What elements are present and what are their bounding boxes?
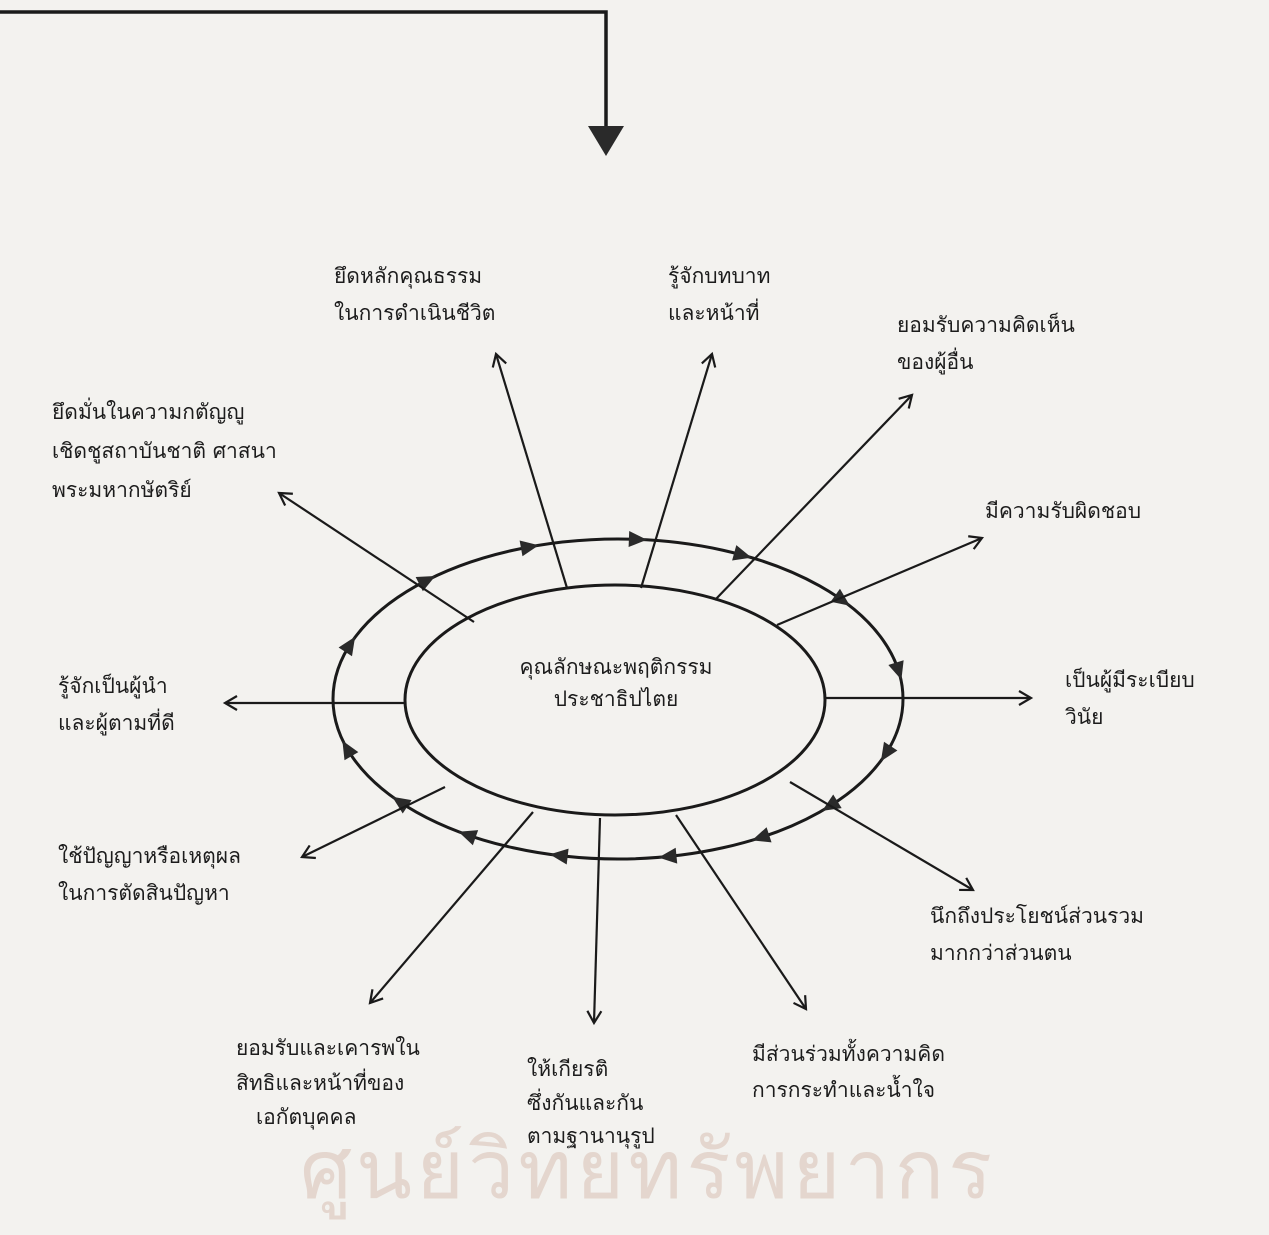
arrow-gratitude <box>277 491 475 623</box>
trait-gratitude-line-1: ยึดมั่นในความกตัญญู <box>52 400 245 424</box>
trait-honor-line-2: ซึ่งกันและกัน <box>527 1090 644 1115</box>
trait-honor-line-1: ให้เกียรติ <box>527 1057 609 1081</box>
trait-honor-line-3: ตามฐานานุรูป <box>527 1124 655 1149</box>
trait-participation-line-1: มีส่วนร่วมทั้งความคิด <box>752 1042 945 1066</box>
arrow-role <box>639 351 717 589</box>
trait-opinion: ยอมรับความคิดเห็น ของผู้อื่น <box>897 307 1075 381</box>
trait-honor: ให้เกียรติ ซึ่งกันและกัน ตามฐานานุรูป <box>527 1053 655 1154</box>
cycle-arrowhead <box>822 794 842 811</box>
trait-role-line-2: และหน้าที่ <box>668 300 760 325</box>
cycle-arrowhead <box>549 848 569 865</box>
trait-responsibility-line-1: มีความรับผิดชอบ <box>985 499 1142 523</box>
trait-common-good: นึกถึงประโยชน์ส่วนรวม มากกว่าส่วนตน <box>930 898 1144 972</box>
trait-leader: รู้จักเป็นผู้นำ และผู้ตามที่ดี <box>58 668 175 742</box>
cycle-arrowhead <box>658 847 678 864</box>
trait-opinion-line-1: ยอมรับความคิดเห็น <box>897 313 1075 337</box>
cycle-arrowhead <box>338 636 356 657</box>
trait-leader-line-2: และผู้ตามที่ดี <box>58 710 175 735</box>
arrow-moral <box>491 351 569 589</box>
cycle-arrowhead <box>519 540 539 557</box>
arrow-rights <box>368 811 534 1005</box>
trait-gratitude: ยึดมั่นในความกตัญญู เชิดชูสถาบันชาติ ศาส… <box>52 393 277 510</box>
cycle-arrowhead <box>392 796 412 814</box>
trait-common-good-line-2: มากกว่าส่วนตน <box>930 940 1072 965</box>
trait-discipline: เป็นผู้มีระเบียบ วินัย <box>1065 662 1195 736</box>
trait-gratitude-line-3: พระมหากษัตริย์ <box>52 477 192 502</box>
arrow-participation <box>675 814 808 1011</box>
trait-discipline-line-2: วินัย <box>1065 704 1104 729</box>
trait-responsibility: มีความรับผิดชอบ <box>985 496 1141 528</box>
trait-participation: มีส่วนร่วมทั้งความคิด การกระทำและน้ำใจ <box>752 1037 945 1108</box>
incoming-arrowhead <box>588 126 624 156</box>
inner-ellipse <box>403 583 827 817</box>
arrow-opinion <box>714 393 914 601</box>
trait-moral-line-1: ยึดหลักคุณธรรม <box>334 264 483 288</box>
cycle-arrowhead <box>888 660 904 680</box>
cycle-arrowhead <box>415 576 436 592</box>
arrow-common-good <box>789 781 975 892</box>
trait-reason-line-2: ในการตัดสินปัญหา <box>58 880 230 905</box>
cycle-arrowhead <box>751 827 772 843</box>
trait-participation-line-2: การกระทำและน้ำใจ <box>752 1077 936 1102</box>
trait-moral: ยึดหลักคุณธรรม ในการดำเนินชีวิต <box>334 258 495 332</box>
trait-common-good-line-1: นึกถึงประโยชน์ส่วนรวม <box>930 904 1144 928</box>
trait-reason: ใช้ปัญญาหรือเหตุผล ในการตัดสินปัญหา <box>58 838 241 912</box>
arrow-honor <box>586 817 603 1026</box>
trait-rights: ยอมรับและเคารพใน สิทธิและหน้าที่ของ เอกั… <box>236 1031 420 1135</box>
trait-rights-line-1: ยอมรับและเคารพใน <box>236 1036 420 1060</box>
arrow-reason <box>300 786 446 860</box>
diagram-canvas <box>0 10 1034 1026</box>
center-line-1: คุณลักษณะพฤติกรรม <box>519 655 713 679</box>
cycle-arrowhead <box>732 545 752 561</box>
center-line-2: ประชาธิปไตย <box>553 686 679 711</box>
cycle-arrowhead <box>880 741 898 762</box>
trait-discipline-line-1: เป็นผู้มีระเบียบ <box>1065 668 1195 692</box>
incoming-connector-line <box>0 10 608 128</box>
trait-reason-line-1: ใช้ปัญญาหรือเหตุผล <box>58 844 241 868</box>
trait-gratitude-line-2: เชิดชูสถาบันชาติ ศาสนา <box>52 438 277 463</box>
cycle-arrowhead <box>458 830 479 846</box>
cycle-arrowhead <box>628 531 647 548</box>
trait-rights-line-3: เอกัตบุคคล <box>256 1105 357 1130</box>
arrow-responsibility <box>776 535 985 627</box>
trait-moral-line-2: ในการดำเนินชีวิต <box>334 300 496 325</box>
trait-leader-line-1: รู้จักเป็นผู้นำ <box>58 674 168 698</box>
trait-rights-line-2: สิทธิและหน้าที่ของ <box>236 1070 405 1095</box>
trait-opinion-line-2: ของผู้อื่น <box>897 349 974 374</box>
trait-role-line-1: รู้จักบทบาท <box>668 264 771 288</box>
cycle-arrowhead <box>342 740 359 761</box>
trait-role: รู้จักบทบาท และหน้าที่ <box>668 258 770 332</box>
center-label: คุณลักษณะพฤติกรรม ประชาธิปไตย <box>471 652 761 715</box>
